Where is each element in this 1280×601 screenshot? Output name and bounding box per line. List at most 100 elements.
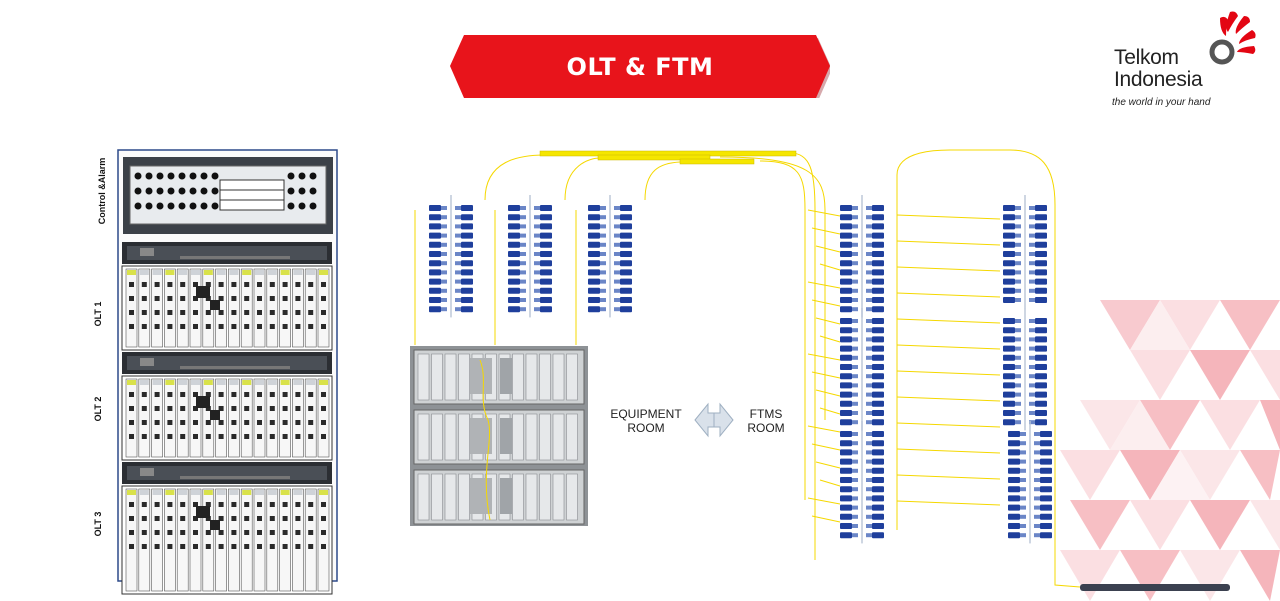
olt-card [304,268,317,348]
fiber-connector [508,278,520,285]
olt-card-port [231,324,237,329]
fiber-connector [540,214,552,221]
fiber-adapter [1029,224,1035,229]
fiber-adapter [866,242,872,247]
olt-card-port [205,282,211,287]
fiber-adapter [866,450,872,455]
olt-card-port [218,282,224,287]
olt-card-label [216,380,226,385]
fiber-adapter [852,233,858,238]
fiber-adapter [455,252,461,256]
olt-module [210,520,220,530]
olt-card-port [282,502,288,507]
fiber-connector [840,513,852,520]
equipment-card [444,473,457,521]
fiber-adapter [1029,411,1035,415]
olt-card-port [231,282,237,287]
olt-card-port [244,324,250,329]
indicator-dot [189,172,197,180]
olt-card-port [141,544,147,549]
fiber-connector [1035,327,1047,334]
olt-card-label [152,270,162,275]
olt-card-port [180,434,186,439]
olt-card [253,268,266,348]
fiber-connector [540,251,552,257]
fiber-adapter [852,261,858,266]
fiber-adapter [866,478,872,482]
fiber-adapter [866,468,872,473]
fiber-connector [588,278,600,285]
equipment-card [431,473,443,521]
fiber-connector [461,223,473,230]
olt-card-label [229,270,239,275]
fiber-adapter [520,261,526,266]
fiber-connector [840,373,852,380]
equipment-module [500,418,512,454]
fiber-adapter [455,215,461,220]
olt-card-port [205,502,211,507]
olt-card-port [321,530,326,535]
fiber-connector [840,504,852,511]
fiber-connector [508,251,520,257]
fiber-line [815,461,841,469]
fiber-adapter [1020,450,1026,455]
fiber-adapter [852,355,858,360]
fiber-adapter [455,270,461,275]
olt-card-port [321,282,326,287]
indicator-dot [298,187,306,195]
fiber-adapter [866,298,872,302]
olt-card [125,488,138,592]
fiber-adapter [1034,487,1040,492]
fiber-connector [620,297,632,303]
olt-card-port [180,296,186,301]
fiber-duct-mid [597,154,711,161]
olt-card [240,378,253,458]
fiber-duct-low [679,158,755,165]
olt-card-port [141,420,147,425]
equipment-card [566,473,578,521]
equipment-card [458,473,470,521]
fiber-adapter [852,242,858,247]
fiber-adapter [852,337,858,342]
fiber-connector [620,269,632,276]
olt-card-label [139,270,149,275]
fiber-adapter [441,261,447,266]
fiber-adapter [866,383,872,388]
fiber-adapter [534,206,540,210]
fiber-adapter [614,233,620,238]
fiber-connector [840,241,852,248]
fiber-connector [1008,532,1020,539]
page-title: OLT & FTM [566,52,714,81]
fiber-connector [1035,345,1047,352]
olt-card-label [306,490,316,495]
fiber-connector [1040,458,1052,465]
olt-card [266,378,279,458]
fiber-connector [872,467,884,474]
olt-card-port [218,296,224,301]
fiber-line [896,214,1001,220]
olt-card-label [229,380,239,385]
indicator-dot [167,202,175,210]
olt-card-label [165,490,175,495]
fiber-adapter [1029,401,1035,406]
equipment-room-line2: ROOM [627,421,665,435]
fiber-adapter [600,242,606,247]
fiber-adapter [1015,233,1021,238]
fiber-adapter [1020,533,1026,538]
olt-module [210,410,220,420]
olt-card-port [129,502,134,507]
olt-card-port [205,406,211,411]
fiber-connector [840,477,852,483]
olt-card [240,268,253,348]
olt-card-label [178,490,188,495]
fiber-adapter [520,206,526,210]
fiber-adapter [600,261,606,266]
fiber-adapter [852,401,858,406]
fiber-connector [872,504,884,511]
olt-card [228,268,240,348]
olt-card [138,488,151,592]
olt-card-port [295,296,301,301]
fiber-connector [429,214,441,221]
fiber-adapter [852,420,858,425]
olt-card-port [193,434,198,439]
